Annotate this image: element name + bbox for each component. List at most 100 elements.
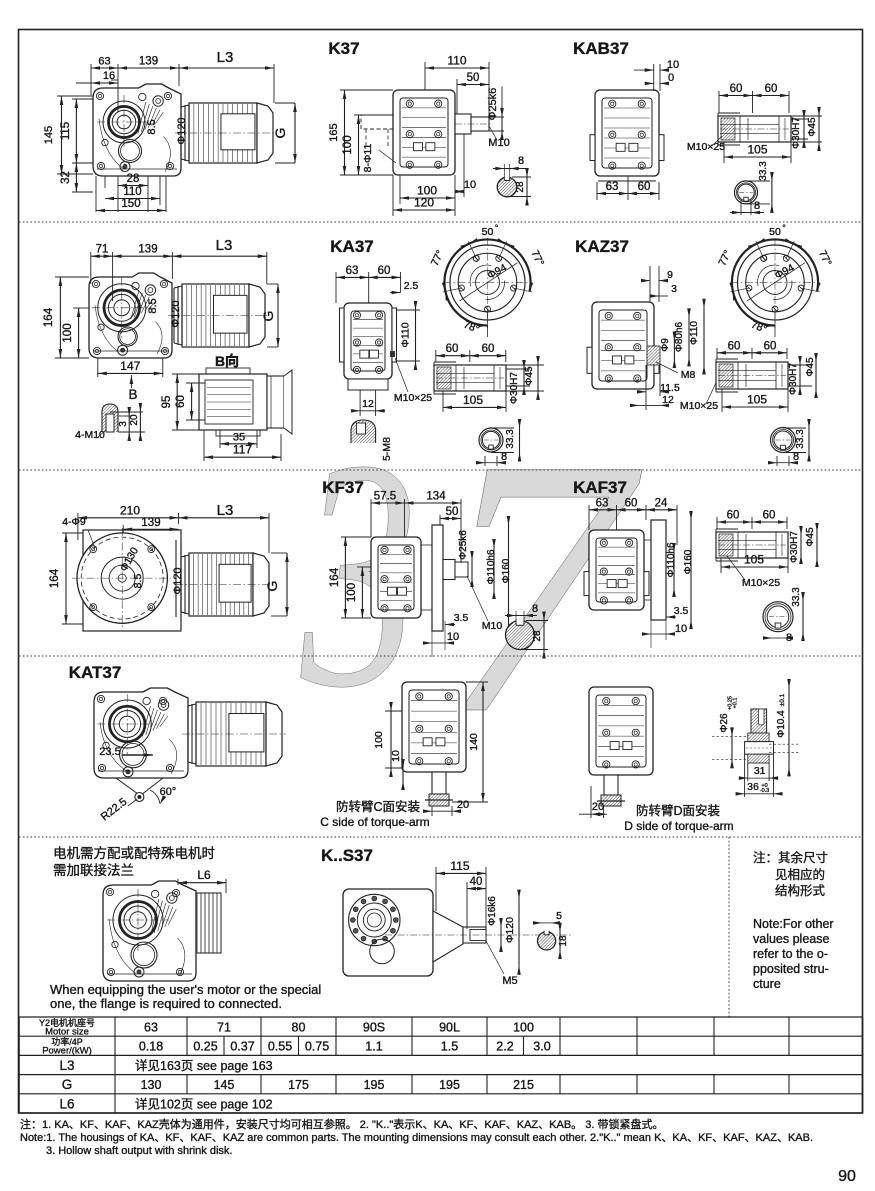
svg-text:10: 10 [667,59,679,71]
svg-text:115: 115 [450,859,469,873]
svg-text:4-M10: 4-M10 [75,429,105,441]
svg-text:Y2电机机座号: Y2电机机座号 [39,1017,95,1028]
svg-text:3.5: 3.5 [674,605,689,617]
svg-text:pposited stru-: pposited stru- [753,962,829,976]
svg-text:Φ25k6: Φ25k6 [458,530,469,560]
svg-text:8: 8 [501,451,507,463]
svg-text:详见102页 see page 102: 详见102页 see page 102 [135,1096,273,1111]
svg-text:33.3: 33.3 [505,429,516,449]
svg-text:90L: 90L [439,1021,460,1035]
svg-text:L6: L6 [197,868,211,882]
svg-text:115: 115 [60,122,72,140]
svg-text:Φ110h6: Φ110h6 [486,549,497,584]
svg-text:-0.3: -0.3 [760,788,769,794]
svg-text:24: 24 [655,497,668,509]
svg-text:134: 134 [426,491,446,503]
svg-text:电机需方配或配特殊电机时: 电机需方配或配特殊电机时 [53,846,215,861]
svg-text:90: 90 [838,1168,856,1185]
svg-text:8.5: 8.5 [146,119,158,134]
svg-text:60: 60 [625,497,638,509]
svg-text:12: 12 [362,398,374,410]
svg-text:M10×25: M10×25 [687,141,725,153]
svg-text:60: 60 [446,343,459,355]
svg-text:90S: 90S [363,1021,385,1035]
svg-text:Power/(kW): Power/(kW) [42,1046,92,1057]
svg-text:0.18: 0.18 [139,1040,163,1054]
svg-text:95: 95 [161,396,173,409]
svg-text:Φ25k6: Φ25k6 [487,88,499,121]
svg-text:3. Hollow shaft output with sh: 3. Hollow shaft output with shrink disk. [46,1145,232,1157]
svg-text:9: 9 [667,269,673,281]
svg-text:Φ9: Φ9 [660,338,671,352]
svg-text:60: 60 [728,340,741,352]
svg-text:78°: 78° [749,319,768,336]
svg-text:8: 8 [786,632,792,644]
svg-text:50: 50 [482,226,494,238]
svg-text:注：1. KA、KF、KAF、KAZ壳体为通用件，安装尺寸均: 注：1. KA、KF、KAF、KAZ壳体为通用件，安装尺寸均可相互参照。 2. … [20,1117,663,1131]
svg-text:Φ160: Φ160 [501,558,512,583]
svg-text:B向: B向 [215,353,239,369]
svg-text:150: 150 [121,198,140,210]
svg-text:28: 28 [532,630,543,642]
svg-text:63: 63 [596,497,609,509]
svg-text:Φ30H7: Φ30H7 [791,117,802,149]
svg-text:1.1: 1.1 [365,1040,382,1054]
svg-text:K..S37: K..S37 [321,846,373,865]
svg-text:145: 145 [43,126,55,144]
svg-text:10: 10 [464,179,476,191]
svg-text:Motor size: Motor size [45,1027,89,1038]
svg-text:Φ110h6: Φ110h6 [666,542,677,577]
svg-text:8: 8 [532,603,538,615]
svg-text:16: 16 [103,70,115,82]
svg-text:105: 105 [463,393,483,407]
svg-text:L6: L6 [59,1096,74,1111]
svg-text:Φ30H7: Φ30H7 [509,372,520,404]
svg-text:L3: L3 [59,1058,74,1073]
svg-text:50: 50 [446,506,459,518]
svg-text:36: 36 [747,781,759,793]
svg-text:Φ120: Φ120 [504,917,516,943]
svg-text:0.25: 0.25 [193,1040,217,1054]
svg-text:100: 100 [62,323,74,342]
svg-text:M10×25: M10×25 [394,392,432,404]
svg-text:35: 35 [233,431,245,443]
svg-text:60°: 60° [160,786,177,798]
svg-text:Note:For other: Note:For other [753,917,834,931]
svg-text:Φ45: Φ45 [805,527,816,547]
svg-text:18: 18 [558,935,569,947]
svg-text:Φ30H7: Φ30H7 [789,531,800,563]
svg-text:60: 60 [378,265,391,277]
svg-text:164: 164 [329,567,341,587]
svg-text:8: 8 [793,451,799,463]
svg-text:33.3: 33.3 [791,587,802,607]
svg-text:K37: K37 [328,39,359,58]
svg-text:°: ° [495,223,499,233]
svg-text:175: 175 [288,1078,309,1092]
svg-text:防转臂D面安装: 防转臂D面安装 [636,803,720,818]
svg-text:28: 28 [127,173,140,185]
svg-text:8: 8 [754,200,760,212]
svg-text:117: 117 [233,443,252,457]
svg-text:71: 71 [217,1021,231,1035]
svg-text:Φ120: Φ120 [170,300,182,327]
svg-text:结构形式: 结构形式 [775,883,826,898]
svg-text:KAZ37: KAZ37 [575,237,629,256]
svg-text:10: 10 [390,750,402,762]
svg-text:33.3: 33.3 [795,429,806,449]
svg-text:G: G [260,311,276,322]
svg-text:28: 28 [515,181,526,193]
svg-text:10: 10 [675,623,687,635]
svg-text:165: 165 [328,123,340,141]
svg-text:注：其余尺寸: 注：其余尺寸 [753,850,828,865]
svg-text:139: 139 [141,517,160,529]
svg-text:63: 63 [346,265,359,277]
svg-text:195: 195 [439,1078,460,1092]
svg-text:60: 60 [727,510,740,522]
svg-text:Φ45: Φ45 [524,366,535,386]
svg-text:2.2: 2.2 [496,1040,513,1054]
svg-text:12: 12 [662,394,674,406]
svg-text:60: 60 [175,395,187,408]
svg-text:105: 105 [744,553,764,567]
svg-text:110: 110 [447,54,466,68]
svg-text:Φ120: Φ120 [176,117,188,144]
